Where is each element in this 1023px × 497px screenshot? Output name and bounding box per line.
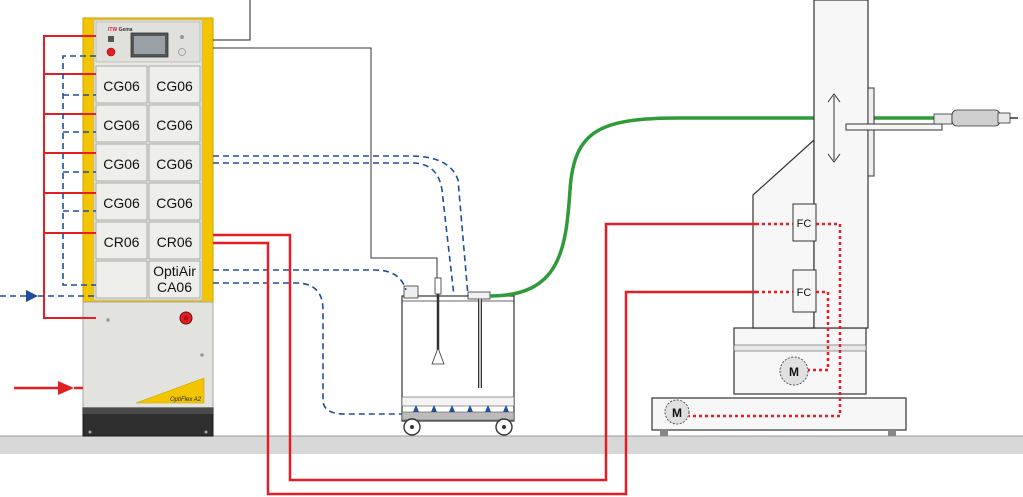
module-slot	[95, 182, 148, 221]
module-label-ca06: CA06	[157, 279, 192, 295]
fc-label-top: FC	[797, 218, 812, 230]
module-label: CG06	[103, 195, 140, 211]
module-label-optiair: OptiAir	[153, 263, 196, 279]
cabinet-feed-lines	[0, 0, 251, 395]
module-slot	[148, 182, 201, 221]
injector-head	[467, 291, 491, 300]
module-label: CG06	[103, 78, 140, 94]
motor-label-upper: M	[789, 365, 799, 379]
powder-hose	[489, 116, 940, 298]
cabinet-model-label: OptiFlex A2	[170, 397, 202, 403]
module-label: CG06	[103, 117, 140, 133]
module-slot	[95, 221, 148, 260]
axis-base	[651, 397, 907, 431]
fluidizing-arrows	[413, 405, 509, 412]
powder-hopper	[213, 47, 515, 436]
fc-label-bottom: FC	[797, 287, 812, 299]
module-slot	[95, 143, 148, 182]
optiflex-wedge-logo	[135, 377, 205, 404]
motor-icon-lower	[664, 399, 690, 425]
indicator-light	[108, 36, 114, 42]
power-input-arrow-icon	[58, 381, 74, 395]
main-switch-icon[interactable]	[106, 47, 116, 57]
module-slot	[148, 260, 201, 299]
brand-logo: ITW Gema	[108, 27, 133, 33]
red-dotted-lines	[689, 222, 842, 418]
air-input-arrow-icon	[26, 290, 38, 302]
module-label: CG06	[156, 156, 193, 172]
blue-air-lines	[213, 155, 469, 415]
fc-box-top	[792, 203, 817, 242]
power-button-icon[interactable]	[178, 48, 186, 56]
module-slot	[148, 65, 201, 104]
floor	[0, 435, 1023, 454]
module-label: CR06	[157, 234, 193, 250]
motor-label-lower: M	[672, 406, 682, 420]
module-slot	[95, 65, 148, 104]
status-led	[180, 35, 184, 39]
module-slot	[148, 104, 201, 143]
module-slot	[95, 104, 148, 143]
module-label: CG06	[156, 117, 193, 133]
module-slot	[148, 221, 201, 260]
module-label: CG06	[156, 78, 193, 94]
module-label: CG06	[156, 195, 193, 211]
gun-axis: FC FC M M	[651, 0, 1018, 436]
module-label: CG06	[103, 156, 140, 172]
red-control-lines	[213, 222, 756, 496]
module-label: CR06	[104, 234, 140, 250]
spray-gun-icon	[933, 109, 1018, 127]
module-slot	[95, 260, 148, 299]
module-slot	[148, 143, 201, 182]
